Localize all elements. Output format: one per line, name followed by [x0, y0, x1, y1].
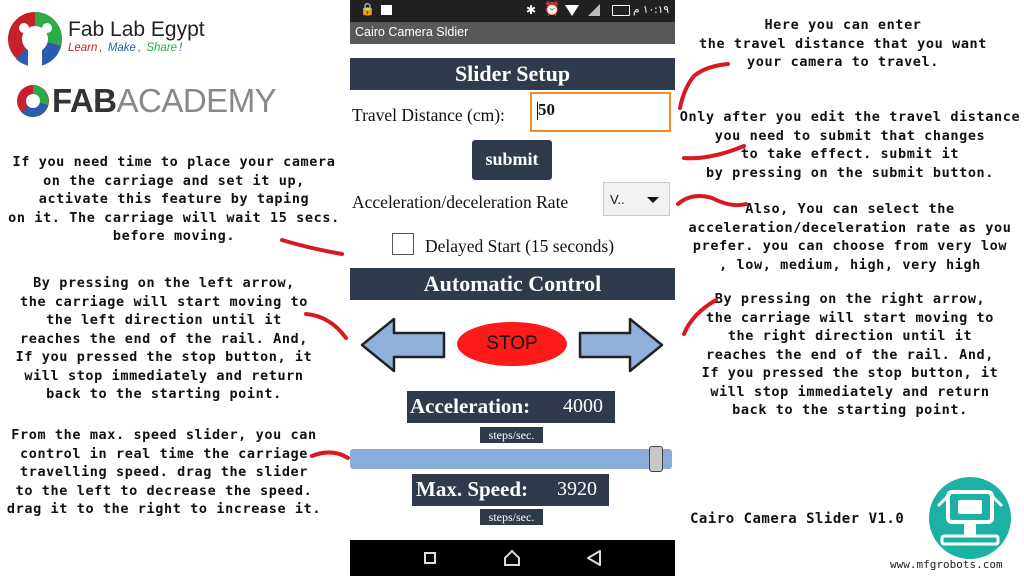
fabacademy-light: ACADEMY	[116, 82, 277, 119]
fabacademy-logo-icon	[17, 85, 49, 117]
app-bar: Cairo Camera Sldier	[350, 22, 675, 44]
max-speed-label: Max. Speed:	[416, 477, 528, 501]
phone-screen: 🔒 ✱ ⏰ ١٠:١٩ م Cairo Camera Sldier Slider…	[350, 0, 675, 576]
note-speed-slider: From the max. speed slider, you can cont…	[6, 427, 322, 517]
tagline-learn: Learn	[68, 42, 98, 54]
fablab-title: Fab Lab Egypt	[68, 18, 205, 41]
scribble-delayed	[280, 238, 344, 256]
delayed-start-label: Delayed Start (15 seconds)	[425, 236, 615, 256]
lock-icon: 🔒	[360, 2, 375, 16]
scribble-rate	[676, 194, 748, 208]
scribble-right-arrow	[682, 298, 718, 336]
left-arrow-icon	[360, 317, 446, 373]
battery-icon	[612, 5, 630, 16]
tagline-bang: !	[179, 42, 183, 54]
scribble-speed	[310, 450, 350, 460]
wifi-icon	[565, 5, 579, 16]
fabacademy-bold: FAB	[52, 82, 117, 119]
travel-distance-input[interactable]: 50	[530, 92, 671, 132]
right-arrow-button[interactable]	[578, 317, 664, 373]
scribble-left-arrow	[304, 312, 348, 340]
slider-track	[350, 449, 672, 469]
watermark-text: www.mfgrobots.com	[890, 558, 1003, 571]
acceleration-label: Acceleration:	[410, 394, 531, 418]
tagline-sep: ,	[99, 42, 103, 54]
home-icon[interactable]	[503, 549, 521, 567]
note-delayed-start: If you need time to place your camera on…	[8, 154, 340, 244]
chevron-down-icon	[647, 197, 659, 203]
acceleration-display: Acceleration: 4000	[407, 391, 615, 423]
status-time: ١٠:١٩ م	[633, 4, 669, 16]
accel-rate-select[interactable]: V..	[603, 182, 670, 216]
status-bar: 🔒 ✱ ⏰ ١٠:١٩ م	[350, 0, 675, 22]
tagline-share: Share	[146, 42, 178, 54]
back-icon[interactable]	[586, 549, 602, 567]
submit-button[interactable]: submit	[472, 140, 552, 180]
note-submit: Only after you edit the travel distance …	[679, 109, 1021, 181]
note-right-arrow: By pressing on the right arrow, the carr…	[701, 291, 999, 418]
accel-rate-label: Acceleration/deceleration Rate	[352, 192, 569, 212]
camera-slider-logo-icon	[929, 477, 1011, 559]
right-arrow-icon	[578, 317, 664, 373]
slider-thumb[interactable]	[649, 446, 663, 472]
delayed-start-checkbox[interactable]	[392, 233, 414, 255]
max-speed-slider[interactable]	[350, 446, 672, 472]
note-accel-rate: Also, You can select the acceleration/de…	[688, 201, 1012, 273]
note-left-arrow: By pressing on the left arrow, the carri…	[15, 275, 313, 402]
text-cursor	[537, 102, 538, 120]
travel-distance-value: 50	[538, 100, 555, 119]
slider-setup-header: Slider Setup	[350, 58, 675, 90]
alarm-icon: ⏰	[544, 2, 561, 17]
image-icon	[381, 5, 392, 15]
left-arrow-button[interactable]	[360, 317, 446, 373]
scribble-travel	[678, 62, 730, 110]
recents-icon[interactable]	[424, 552, 436, 564]
stop-label: STOP	[486, 333, 538, 354]
acceleration-value: 4000	[563, 395, 603, 417]
fablab-logo-icon	[8, 12, 62, 68]
acceleration-unit: steps/sec.	[480, 427, 543, 443]
scribble-submit	[682, 144, 746, 161]
stop-button[interactable]: STOP	[457, 322, 567, 366]
version-label: Cairo Camera Slider V1.0	[690, 511, 905, 527]
accel-rate-selected: V..	[610, 192, 625, 207]
fablab-tagline: Learn, Make, Share!	[68, 42, 184, 54]
nav-bar	[350, 540, 675, 576]
app-title: Cairo Camera Sldier	[355, 25, 469, 39]
travel-distance-label: Travel Distance (cm):	[352, 105, 505, 125]
tagline-sep: ,	[137, 42, 142, 54]
tagline-make: Make	[107, 42, 136, 54]
automatic-control-header: Automatic Control	[350, 268, 675, 300]
bluetooth-icon: ✱	[526, 3, 537, 17]
note-travel-distance: Here you can enter the travel distance t…	[698, 17, 987, 70]
max-speed-unit: steps/sec.	[480, 509, 543, 525]
max-speed-display: Max. Speed: 3920	[412, 474, 609, 506]
max-speed-value: 3920	[557, 478, 597, 500]
fabacademy-wordmark: FABACADEMY	[52, 82, 277, 120]
signal-icon	[588, 4, 600, 16]
